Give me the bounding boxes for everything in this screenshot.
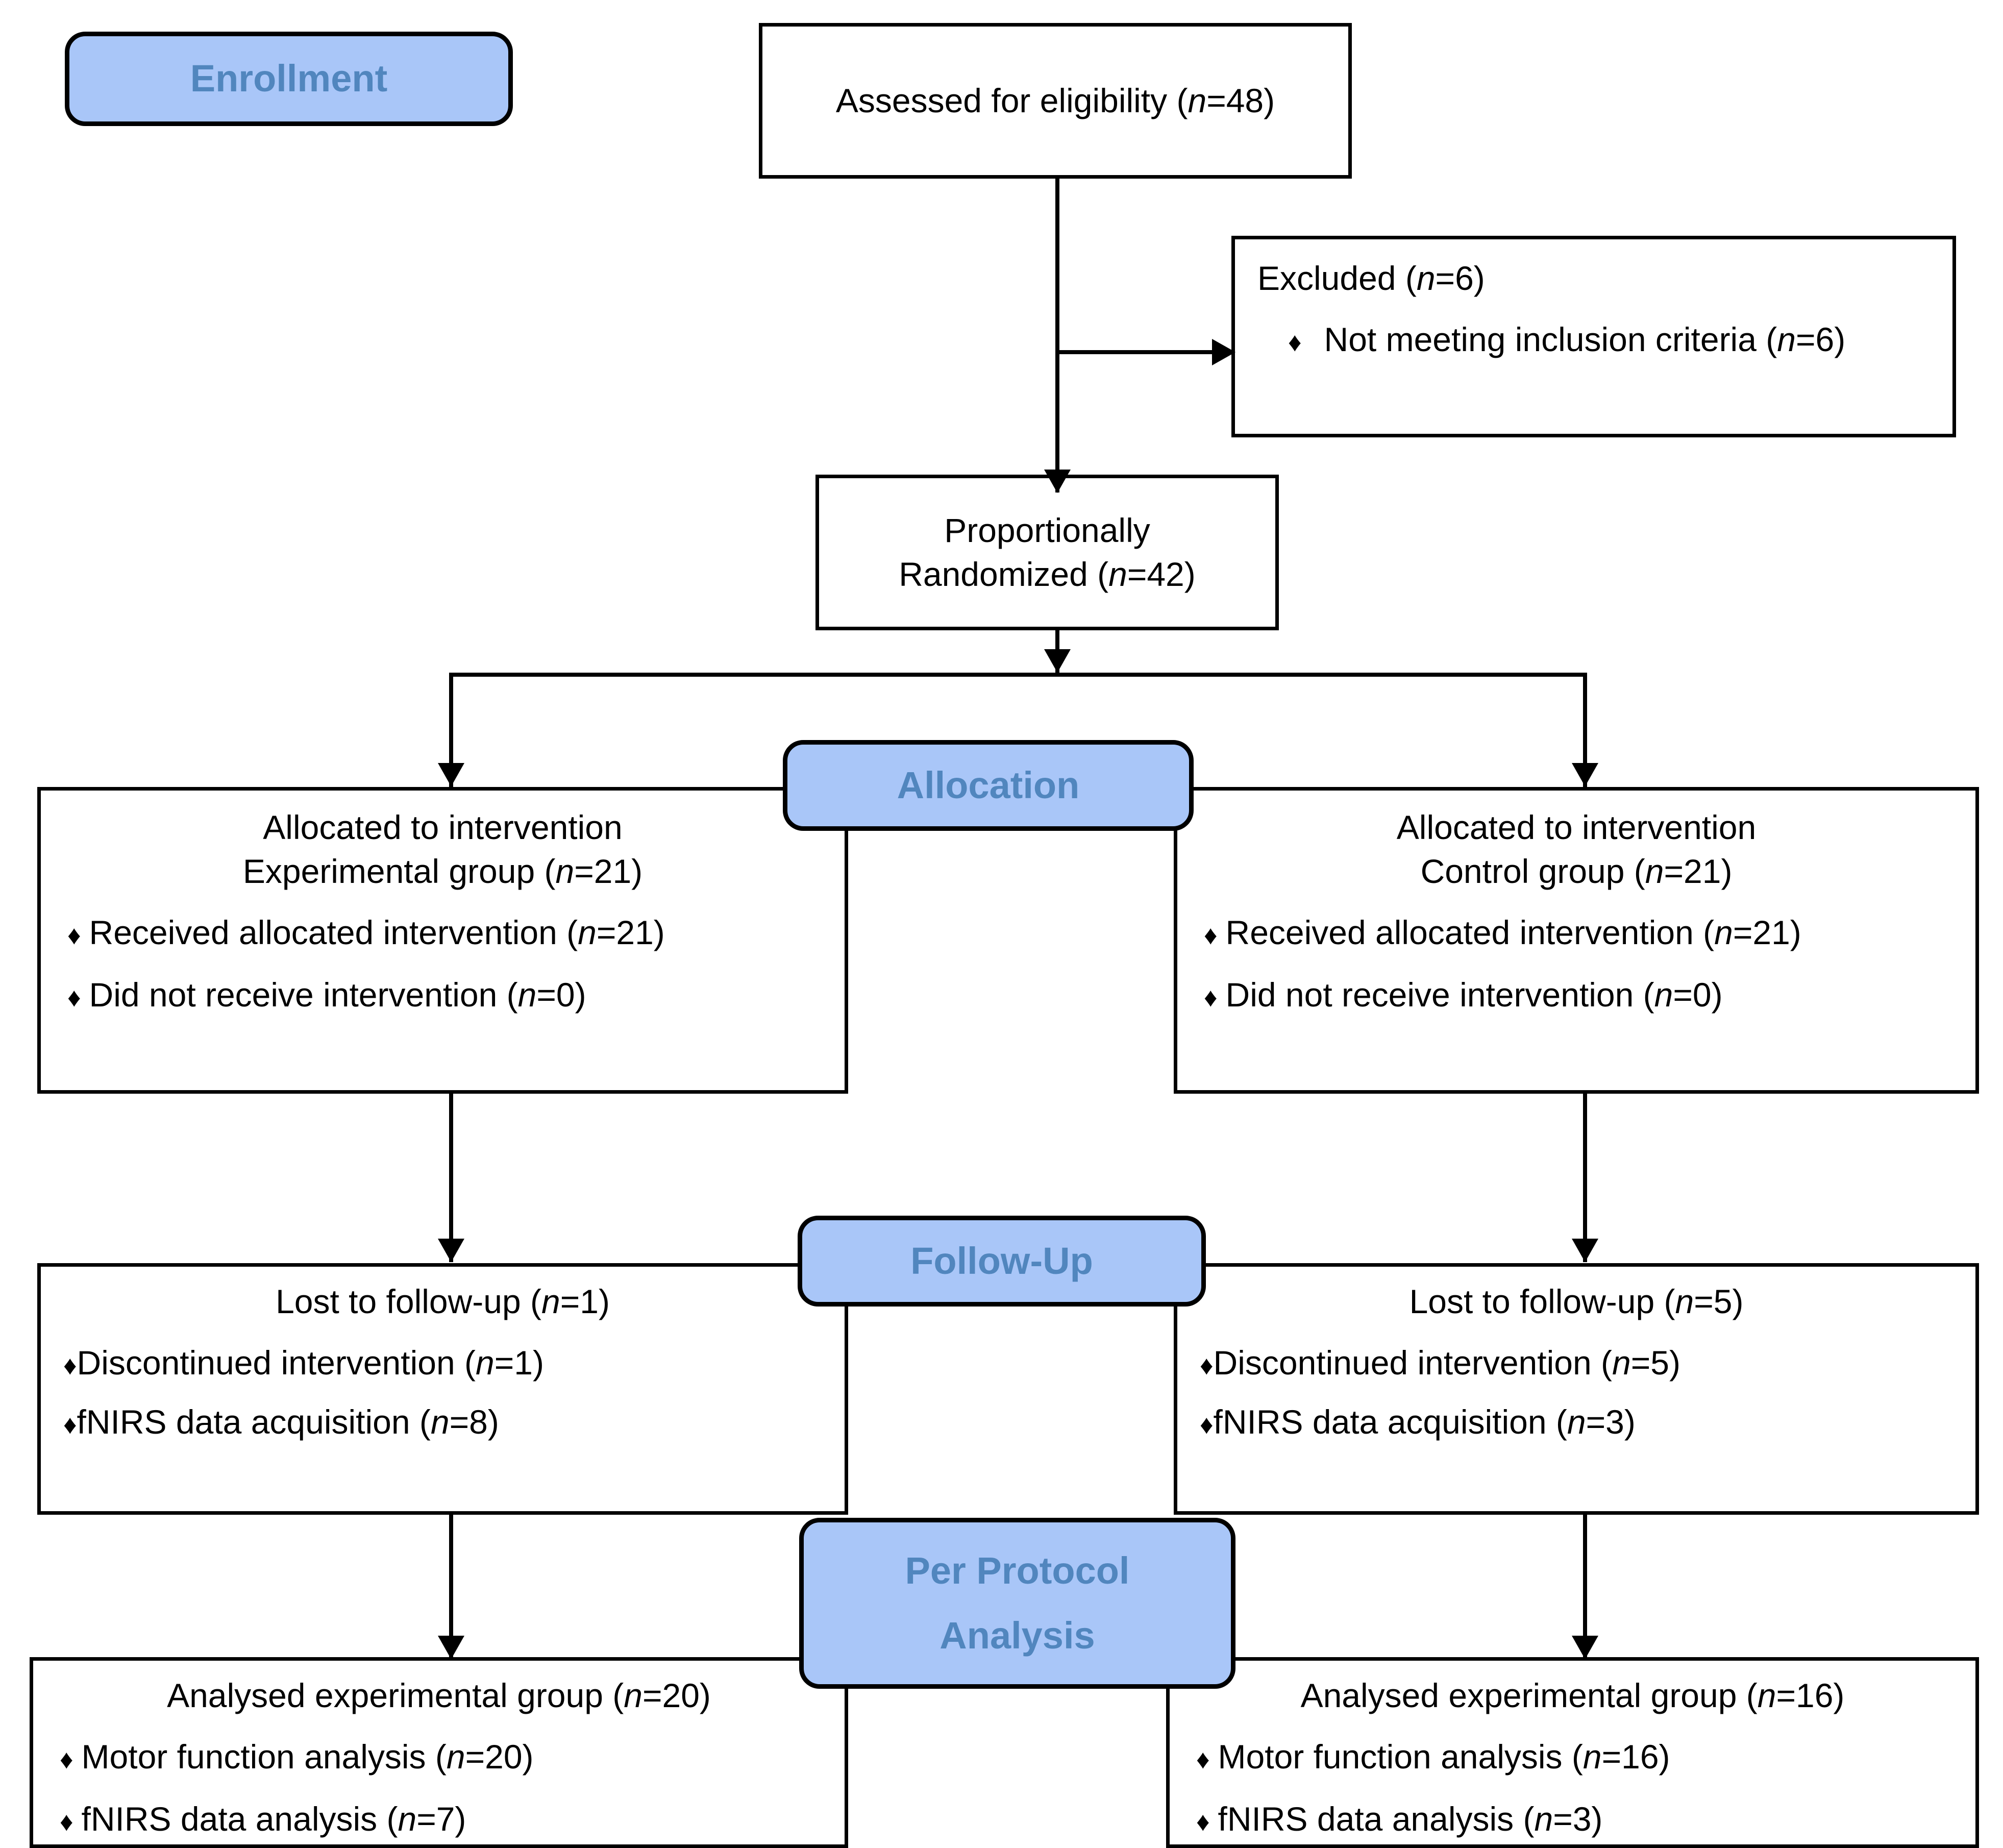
connector-split-right xyxy=(1583,673,1587,787)
diamond-bullet-icon: ♦ xyxy=(1196,1807,1210,1837)
connector-follow-analysis-right xyxy=(1583,1515,1587,1661)
box-analysis-experimental: Analysed experimental group (n=20) ♦ Mot… xyxy=(30,1657,848,1848)
arrowhead-alloc-left xyxy=(438,763,464,786)
excluded-title: Excluded (n=6) xyxy=(1257,259,1485,297)
diamond-bullet-icon: ♦ xyxy=(1288,327,1302,357)
box-allocation-control: Allocated to intervention Control group … xyxy=(1174,787,1979,1094)
box-allocation-experimental: Allocated to intervention Experimental g… xyxy=(37,787,848,1094)
list-item: ♦ fNIRS data acquisition (n=3) xyxy=(1200,1403,1636,1441)
analysis-right-line-1: Analysed experimental group (n=16) xyxy=(1300,1677,1845,1714)
stage-badge-analysis-label-line1: Per Protocol xyxy=(905,1549,1130,1592)
diamond-bullet-icon: ♦ xyxy=(1196,1744,1210,1775)
list-item: ♦ Not meeting inclusion criteria (n=6) xyxy=(1288,320,1846,358)
diamond-bullet-icon: ♦ xyxy=(1200,1410,1214,1440)
stage-badge-followup-label: Follow-Up xyxy=(910,1239,1093,1282)
stage-badge-allocation: Allocation xyxy=(783,740,1194,831)
list-item: ♦ Motor function analysis (n=20) xyxy=(60,1737,534,1776)
diamond-bullet-icon: ♦ xyxy=(63,1350,77,1381)
list-item: ♦ Received allocated intervention (n=21) xyxy=(1204,913,1801,951)
alloc-right-line-2: Control group (n=21) xyxy=(1420,852,1733,890)
analysis-left-item-list: ♦ Motor function analysis (n=20) ♦ fNIRS… xyxy=(33,1731,845,1845)
alloc-right-item-list: ♦ Received allocated intervention (n=21)… xyxy=(1177,907,1975,1021)
analysis-right-item-list: ♦ Motor function analysis (n=16) ♦ fNIRS… xyxy=(1170,1731,1975,1845)
connector-alloc-follow-right xyxy=(1583,1094,1587,1262)
list-item: ♦ Discontinued intervention (n=5) xyxy=(1200,1343,1680,1382)
arrowhead-split xyxy=(1044,649,1071,673)
arrowhead-analysis-left xyxy=(438,1636,464,1659)
stage-badge-followup: Follow-Up xyxy=(798,1216,1206,1307)
box-followup-control: Lost to follow-up (n=5) ♦ Discontinued i… xyxy=(1174,1263,1979,1515)
arrowhead-follow-left xyxy=(438,1239,464,1262)
randomized-line-1: Proportionally xyxy=(944,511,1150,549)
list-item: ♦ fNIRS data acquisition (n=8) xyxy=(63,1403,499,1441)
excluded-item-list: ♦ Not meeting inclusion criteria (n=6) xyxy=(1257,314,1952,365)
diamond-bullet-icon: ♦ xyxy=(1200,1350,1214,1381)
connector-split-bar xyxy=(449,673,1587,677)
list-item: ♦ fNIRS data analysis (n=7) xyxy=(60,1800,466,1838)
list-item: ♦ fNIRS data analysis (n=3) xyxy=(1196,1800,1603,1838)
alloc-left-line-1: Allocated to intervention xyxy=(263,808,623,846)
follow-left-item-list: ♦ Discontinued intervention (n=1) ♦ fNIR… xyxy=(41,1337,845,1448)
arrowhead-alloc-right xyxy=(1572,763,1598,786)
alloc-right-line-1: Allocated to intervention xyxy=(1396,808,1757,846)
box-excluded: Excluded (n=6) ♦ Not meeting inclusion c… xyxy=(1231,236,1956,437)
diamond-bullet-icon: ♦ xyxy=(1204,920,1218,950)
stage-badge-per-protocol-analysis: Per Protocol Analysis xyxy=(799,1518,1235,1689)
alloc-left-line-2: Experimental group (n=21) xyxy=(242,852,643,890)
connector-assessed-to-randomized xyxy=(1055,179,1059,492)
diamond-bullet-icon: ♦ xyxy=(1204,982,1218,1013)
stage-badge-enrollment: Enrollment xyxy=(65,32,513,126)
connector-to-excluded xyxy=(1055,350,1231,354)
arrowhead-analysis-right xyxy=(1572,1636,1598,1659)
connector-split-left xyxy=(449,673,453,787)
arrowhead-excluded xyxy=(1212,339,1235,365)
diamond-bullet-icon: ♦ xyxy=(60,1744,73,1775)
analysis-left-line-1: Analysed experimental group (n=20) xyxy=(167,1677,711,1714)
stage-badge-enrollment-label: Enrollment xyxy=(190,57,388,100)
connector-follow-analysis-left xyxy=(449,1515,453,1661)
arrowhead-follow-right xyxy=(1572,1239,1598,1262)
box-analysis-control: Analysed experimental group (n=16) ♦ Mot… xyxy=(1166,1657,1979,1848)
alloc-left-item-list: ♦ Received allocated intervention (n=21)… xyxy=(41,907,845,1021)
diamond-bullet-icon: ♦ xyxy=(67,920,81,950)
randomized-line-2: Randomized (n=42) xyxy=(899,555,1196,593)
follow-left-line-1: Lost to follow-up (n=1) xyxy=(276,1283,610,1320)
list-item: ♦ Discontinued intervention (n=1) xyxy=(63,1343,544,1382)
diamond-bullet-icon: ♦ xyxy=(67,982,81,1013)
follow-right-item-list: ♦ Discontinued intervention (n=5) ♦ fNIR… xyxy=(1177,1337,1975,1448)
list-item: ♦ Motor function analysis (n=16) xyxy=(1196,1737,1670,1776)
stage-badge-analysis-label-line2: Analysis xyxy=(939,1614,1095,1657)
box-assessed-for-eligibility: Assessed for eligibility (n=48) xyxy=(759,23,1352,179)
diamond-bullet-icon: ♦ xyxy=(63,1410,77,1440)
list-item: ♦ Did not receive intervention (n=0) xyxy=(1204,975,1723,1014)
arrowhead-randomized xyxy=(1044,470,1071,493)
list-item: ♦ Received allocated intervention (n=21) xyxy=(67,913,665,951)
connector-alloc-follow-left xyxy=(449,1094,453,1262)
follow-right-line-1: Lost to follow-up (n=5) xyxy=(1409,1283,1744,1320)
diamond-bullet-icon: ♦ xyxy=(60,1807,73,1837)
list-item: ♦ Did not receive intervention (n=0) xyxy=(67,975,586,1014)
box-followup-experimental: Lost to follow-up (n=1) ♦ Discontinued i… xyxy=(37,1263,848,1515)
stage-badge-allocation-label: Allocation xyxy=(897,763,1080,806)
box-randomized: Proportionally Randomized (n=42) xyxy=(815,475,1279,630)
assessed-title: Assessed for eligibility (n=48) xyxy=(835,81,1275,119)
